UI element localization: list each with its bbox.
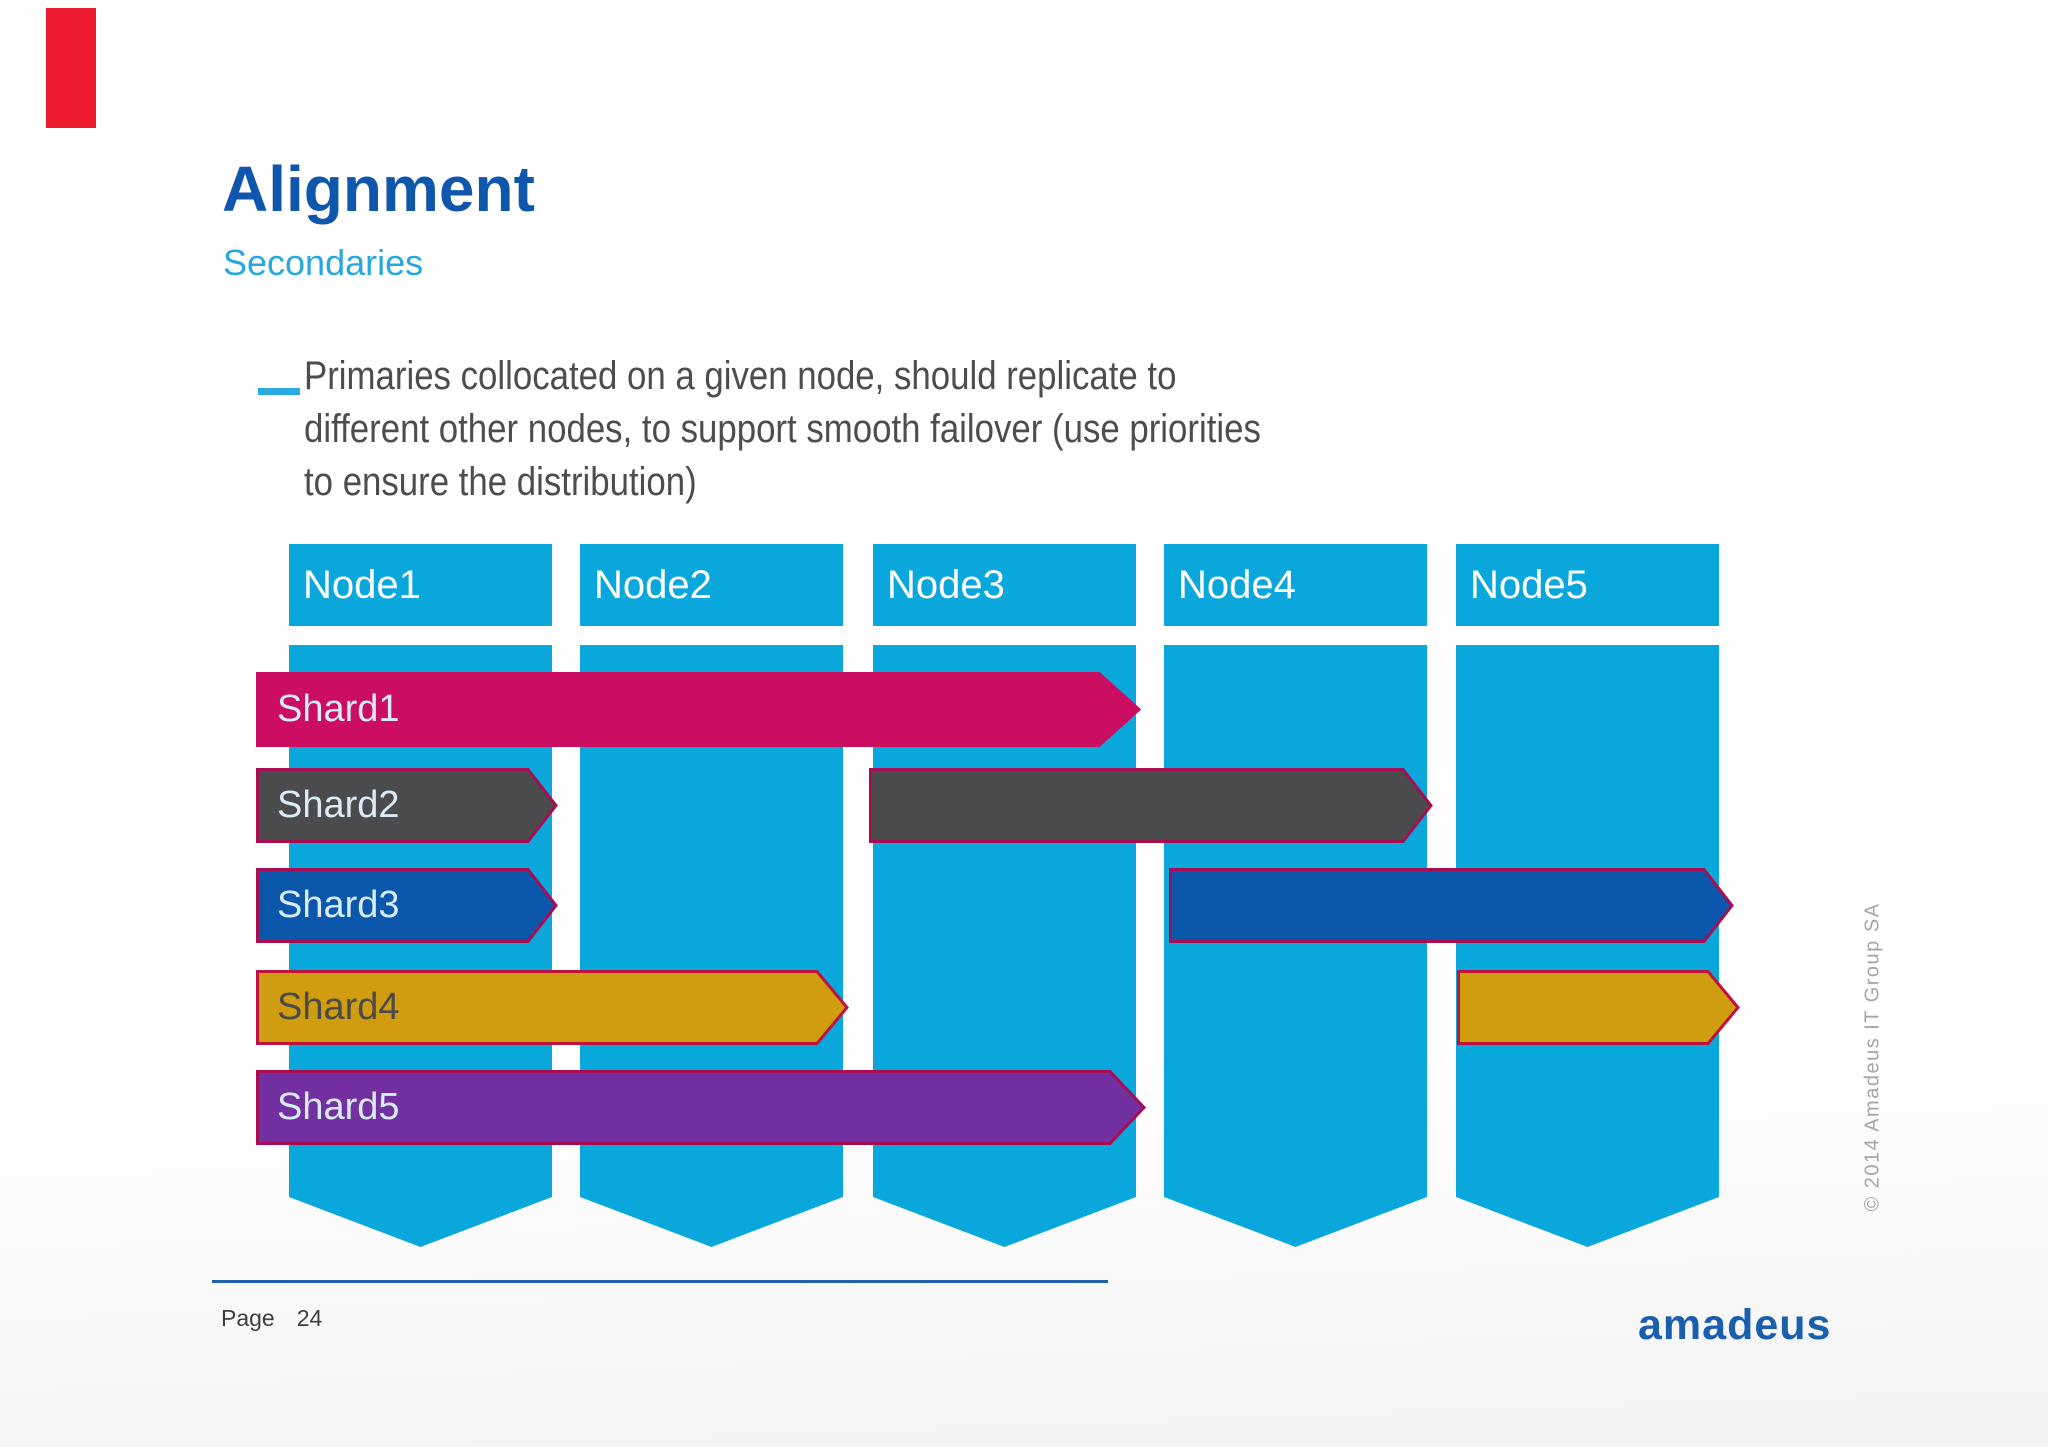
node-column-body bbox=[1456, 645, 1719, 1247]
shard-bar-shard2: Shard2 bbox=[256, 768, 559, 843]
bullet-text-line: different other nodes, to support smooth… bbox=[304, 407, 1261, 451]
shard-label: Shard3 bbox=[277, 884, 400, 926]
red-accent-bar bbox=[46, 8, 96, 128]
node-header-node1: Node1 bbox=[289, 544, 552, 626]
shard-bar-shard4: Shard4 bbox=[256, 970, 850, 1045]
page-title: Alignment bbox=[222, 153, 535, 225]
copyright-vertical-text: © 2014 Amadeus IT Group SA bbox=[1861, 902, 1884, 1212]
shard-label: Shard5 bbox=[277, 1086, 400, 1128]
page-subtitle: Secondaries bbox=[223, 242, 424, 283]
node-header-node2: Node2 bbox=[580, 544, 843, 626]
node-column-body bbox=[1164, 645, 1427, 1247]
shard-bar-shard3 bbox=[1169, 868, 1735, 943]
node-header-node4: Node4 bbox=[1164, 544, 1427, 626]
shard-label: Shard1 bbox=[277, 688, 400, 730]
page-info: Page 24 bbox=[221, 1305, 322, 1332]
amadeus-logo: amadeus bbox=[1638, 1301, 1832, 1349]
bullet-text-line: Primaries collocated on a given node, sh… bbox=[304, 354, 1177, 398]
page-number: 24 bbox=[296, 1305, 323, 1331]
shard-bar-shard4 bbox=[1457, 970, 1741, 1045]
node-header-label: Node5 bbox=[1470, 563, 1588, 607]
shard-bar-shard3: Shard3 bbox=[256, 868, 559, 943]
node-header-label: Node4 bbox=[1178, 563, 1296, 607]
shard-label: Shard2 bbox=[277, 784, 400, 826]
shard-bar-shard2 bbox=[869, 768, 1434, 843]
node-header-label: Node2 bbox=[594, 563, 712, 607]
shard-bar-shard1: Shard1 bbox=[256, 672, 1142, 747]
shard-bar-shard5: Shard5 bbox=[256, 1070, 1147, 1145]
node-header-node5: Node5 bbox=[1456, 544, 1719, 626]
node-header-label: Node1 bbox=[303, 563, 421, 607]
node-header-node3: Node3 bbox=[873, 544, 1136, 626]
page-label: Page bbox=[221, 1305, 275, 1331]
shard-label: Shard4 bbox=[277, 986, 400, 1028]
bullet-text-line: to ensure the distribution) bbox=[304, 460, 697, 504]
footer-divider bbox=[212, 1280, 1108, 1283]
bullet-dash-icon bbox=[258, 388, 300, 395]
node-header-label: Node3 bbox=[887, 563, 1005, 607]
bullet-text: Primaries collocated on a given node, sh… bbox=[304, 350, 1261, 509]
